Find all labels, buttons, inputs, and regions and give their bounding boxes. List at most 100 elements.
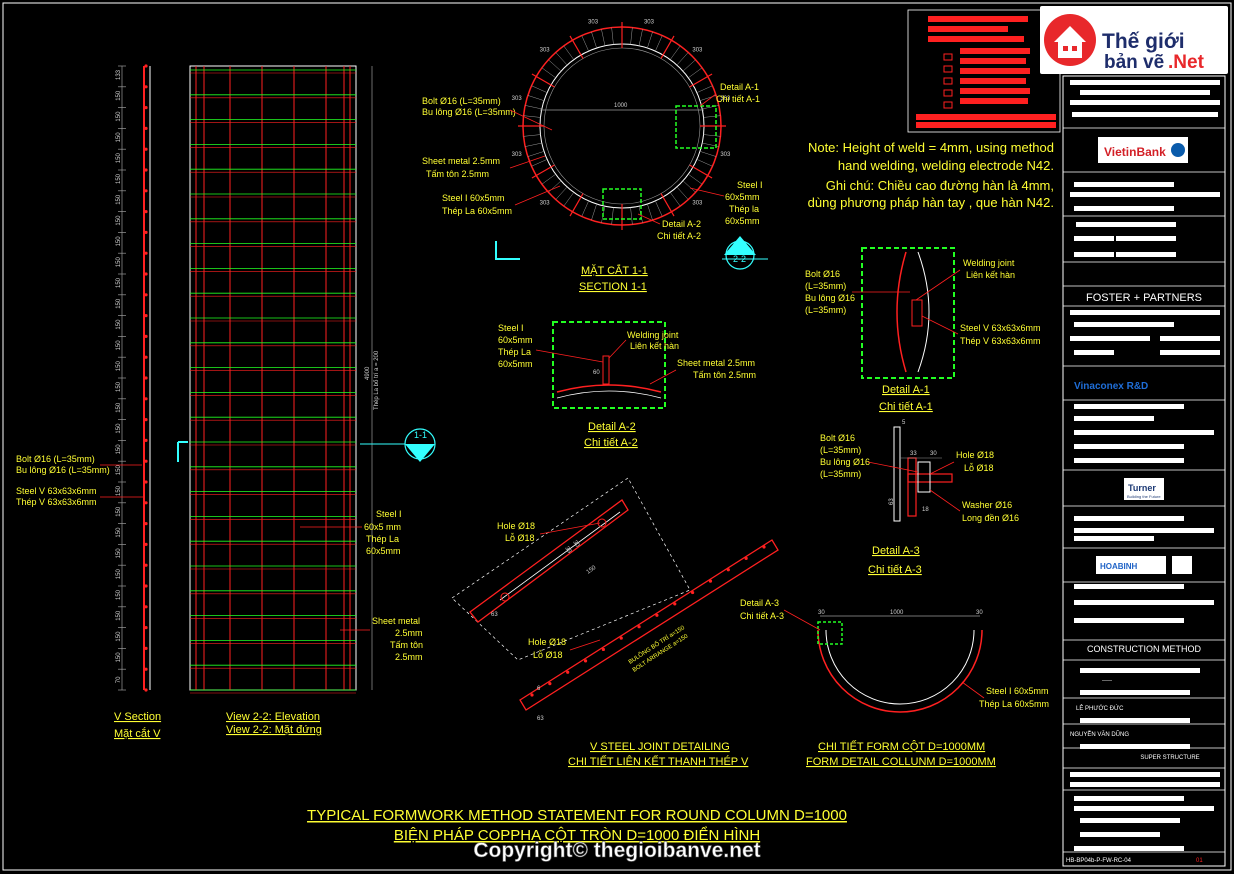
v-joint-bolt-dot xyxy=(762,545,766,549)
note-vi-2: dùng phương pháp hàn tay , que hàn N42. xyxy=(808,195,1054,210)
ring-stiffener xyxy=(531,73,555,88)
foster-partners: FOSTER + PARTNERS xyxy=(1086,292,1202,304)
sec-bolt-vi: Bu lông Ø16 (L=35mm) xyxy=(422,107,516,117)
form-inner-arc xyxy=(825,629,975,705)
v-bolt-dot xyxy=(144,563,148,567)
v-section: 1331501501501501501501501501501501501501… xyxy=(16,64,161,740)
v-joint-bolt-dot xyxy=(601,647,605,652)
elevation-title-vi: View 2-2: Mặt đứng xyxy=(226,724,322,736)
a1-bolt-3: Bu lông Ø16 xyxy=(805,293,855,303)
revision-bar xyxy=(960,88,1030,94)
elev-steel-2: 60x5 mm xyxy=(364,522,401,532)
section-marker-22-label: 2-2 xyxy=(733,254,746,264)
v-dim-label: 150 xyxy=(116,361,122,372)
ring-segment-dim: 303 xyxy=(588,20,599,26)
revision-bar xyxy=(960,98,1028,104)
title-block-bar xyxy=(1160,336,1220,341)
vj-hole2-vi: Lỗ Ø18 xyxy=(533,650,563,660)
detail-a3-title-en: Detail A-3 xyxy=(872,545,920,557)
v-bolt-dot xyxy=(144,189,148,193)
ring-hatch-line xyxy=(523,134,541,137)
ring-hatch-line xyxy=(630,207,633,225)
ring-segment-dim: 303 xyxy=(540,48,551,54)
title-block-bar xyxy=(1072,112,1218,117)
title-block-bar xyxy=(1074,618,1184,623)
v-dim-label: 150 xyxy=(116,506,122,517)
sec-steel-en: Steel I 60x5mm xyxy=(442,193,505,203)
vj-hole2-leader xyxy=(569,639,601,651)
logo-line1: Thế giới xyxy=(1102,30,1185,53)
revision-checkbox xyxy=(943,89,953,97)
elevation-title-en: View 2-2: Elevation xyxy=(226,711,320,723)
sec-det-a1-vi: Chi tiết A-1 xyxy=(716,94,760,104)
ring-stiffener xyxy=(689,73,713,88)
a1-bolt-2: (L=35mm) xyxy=(805,281,846,291)
a3-d3: 30 xyxy=(930,451,937,457)
ring-hatch-line xyxy=(531,159,548,167)
title-block-bar xyxy=(1074,600,1214,605)
detail-a1-arc-right xyxy=(917,251,930,373)
ring-hatch-line xyxy=(541,173,556,185)
v-dim-label: 70 xyxy=(116,676,122,683)
ring-stiffener xyxy=(660,193,675,217)
a1-bolt-1: Bolt Ø16 xyxy=(805,269,840,279)
ring-hatch-line xyxy=(696,85,713,93)
vj-d4: 30 xyxy=(571,540,580,549)
ring-hatch-line xyxy=(647,203,653,221)
v-dim-label: 150 xyxy=(116,257,122,268)
a2-steel-2: 60x5mm xyxy=(498,335,533,345)
v-bolt-dot xyxy=(144,230,148,234)
watermark: Copyright© thegioibanve.net xyxy=(473,839,760,862)
title-block-bar xyxy=(1080,690,1190,695)
section-ring-hatch xyxy=(518,22,726,230)
v-bolt-dot xyxy=(144,85,148,89)
main-title-en: TYPICAL FORMWORK METHOD STATEMENT FOR RO… xyxy=(307,807,847,824)
title-block-bar xyxy=(1070,772,1220,777)
v-dim-label: 150 xyxy=(116,298,122,309)
v-bolt-dot xyxy=(144,314,148,318)
turner-sub: Building the Future xyxy=(1127,494,1161,499)
elev-sheet-1: Sheet metal xyxy=(372,616,420,626)
v-bolt-dot xyxy=(144,605,148,609)
title-block-bar xyxy=(1074,806,1214,811)
v-joint-angle-upper xyxy=(469,499,629,623)
title-block-bar xyxy=(1074,416,1154,421)
a3-bolt-3: Bu lông Ø16 xyxy=(820,457,870,467)
a3-bolt-2: (L=35mm) xyxy=(820,445,861,455)
elevation-vert-note: Thép La bố trí a = 200 xyxy=(374,350,380,410)
section-cut-mark-22-left xyxy=(495,241,520,260)
a2-steel-1: Steel I xyxy=(498,323,524,333)
v-joint-bolt-dot xyxy=(566,670,570,674)
revision-bar xyxy=(916,122,1056,128)
title-block: VietinBank FOSTER + PARTNERS Vinaconex R… xyxy=(1062,75,1226,867)
a3-washer-vi: Long đền Ø16 xyxy=(962,513,1019,523)
title-block-bar xyxy=(1080,668,1200,673)
ring-hatch-line xyxy=(541,67,556,79)
a3-washer-en: Washer Ø16 xyxy=(962,500,1012,510)
title-block-bar xyxy=(1080,718,1190,723)
elevation-height: 4900 xyxy=(365,366,371,380)
a3-bolt-4: (L=35mm) xyxy=(820,469,861,479)
v-bolt-dot xyxy=(144,126,148,130)
v-dim-label: 150 xyxy=(116,444,122,455)
note-en-1: Note: Height of weld = 4mm, using method xyxy=(808,140,1054,155)
v-bolt-dot xyxy=(144,626,148,630)
ring-hatch-line xyxy=(630,27,633,45)
v-steel-vi: Thép V 63x63x6mm xyxy=(16,497,97,507)
vj-hole1-leader xyxy=(539,522,601,535)
ring-segment-dim: 303 xyxy=(720,96,731,102)
detail-a2-frame xyxy=(552,321,666,409)
title-block-bar xyxy=(1074,404,1184,409)
sec-det-a2-vi: Chi tiết A-2 xyxy=(657,231,701,241)
ring-hatch-line xyxy=(555,186,568,200)
title-block-bar xyxy=(1074,444,1184,449)
v-bolt-dot xyxy=(144,293,148,297)
v-bolt-dot xyxy=(144,584,148,588)
v-dim-label: 150 xyxy=(116,631,122,642)
form-detail-a3-box xyxy=(817,621,843,645)
form-title-en: FORM DETAIL COLLUNM D=1000MM xyxy=(806,756,996,768)
v-joint-bolt-dots xyxy=(530,545,766,697)
main-title-vi: BIỆN PHÁP COPPHA CỘT TRÒN D=1000 ĐIỂN HÌ… xyxy=(394,826,760,844)
ring-hatch-line xyxy=(591,203,597,221)
ring-hatch-line xyxy=(563,45,575,60)
